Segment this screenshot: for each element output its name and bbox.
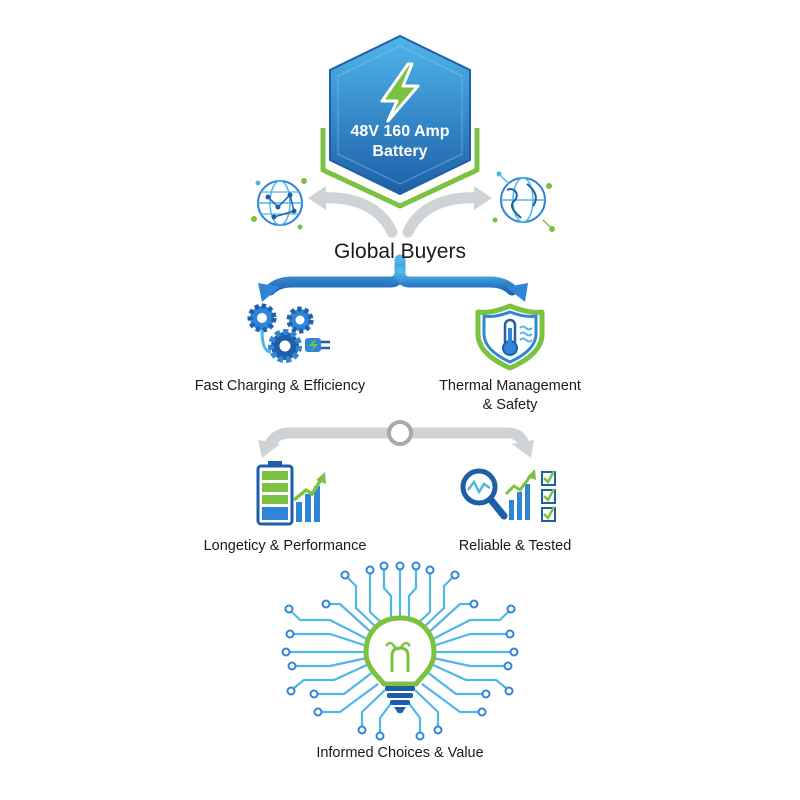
- arrow-head-left: [308, 186, 326, 210]
- node-fast-charging-label: Fast Charging & Efficiency: [194, 378, 366, 394]
- top-gray-arrows: [316, 192, 484, 238]
- lightning-bolt-icon: [380, 62, 420, 123]
- node-longevity-label: Longeticy & Performance: [203, 538, 367, 554]
- node-thermal-line-1: Thermal Management: [439, 378, 581, 394]
- arrow-head-right: [474, 186, 492, 210]
- blue-branch-arrows: [264, 254, 518, 296]
- blue-arrow-head-right: [506, 283, 528, 302]
- lightbulb-circuit-icon: [281, 561, 519, 741]
- gears-plug-icon: [247, 303, 330, 363]
- node-reliable-label: Reliable & Tested: [458, 538, 572, 554]
- blue-arrow-head-left: [258, 283, 280, 302]
- node-informed-choices-label: Informed Choices & Value: [316, 745, 484, 761]
- hub-title-line-2: Battery: [372, 143, 428, 160]
- globe-network-icon-left: [251, 178, 307, 230]
- hub-title-line-1: 48V 160 Amp: [350, 123, 450, 140]
- gray-connector: [258, 420, 534, 458]
- node-thermal-management-label: Thermal Management & Safety: [420, 377, 600, 415]
- node-thermal-line-2: & Safety: [482, 397, 538, 413]
- globe-network-icon-right: [492, 171, 555, 232]
- thermometer-shield-icon: [475, 303, 545, 371]
- battery-hexagon-label: 48V 160 Amp Battery: [320, 122, 480, 162]
- magnifier-chart-checklist-icon: [460, 468, 556, 522]
- battery-hexagon: [320, 34, 480, 209]
- central-label: Global Buyers: [334, 240, 466, 263]
- battery-growth-chart-icon: [256, 461, 326, 526]
